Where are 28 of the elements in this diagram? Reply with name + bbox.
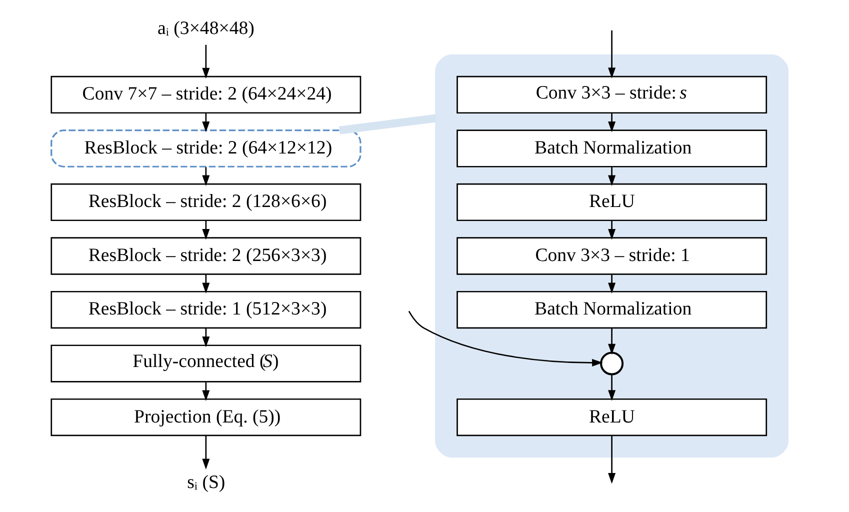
- arrow: [202, 44, 210, 79]
- arrow: [608, 436, 616, 484]
- node-box: Projection (Eq. (5)): [50, 398, 361, 436]
- node-box: ReLU: [456, 398, 767, 436]
- arrow: [408, 310, 602, 366]
- arrow: [608, 167, 616, 186]
- node-box: ReLU: [456, 183, 767, 222]
- node-text: sᵢ (S): [186, 472, 225, 494]
- arrow: [608, 328, 616, 355]
- arrow: [608, 220, 616, 240]
- node-text: aᵢ (3×48×48): [157, 18, 254, 39]
- arrow: [608, 274, 616, 294]
- node-box: Conv 3×3 – stride: 1: [456, 237, 767, 275]
- node-box: ResBlock – stride: 1 (512×3×3): [50, 290, 361, 329]
- node-box: Conv 7×7 – stride: 2 (64×24×24): [50, 76, 361, 114]
- node-box: ResBlock – stride: 2 (64×12×12): [50, 130, 361, 168]
- node-box: Conv 3×3 – stride: s: [456, 76, 767, 114]
- arrow: [608, 113, 616, 132]
- node-circle: [600, 352, 624, 376]
- node-box: Fully-connected (S): [50, 344, 361, 382]
- arrow: [608, 374, 616, 401]
- node-box: Batch Normalization: [456, 130, 767, 168]
- arrow: [202, 436, 210, 470]
- node-box: ResBlock – stride: 2 (256×3×3): [50, 237, 361, 275]
- arrow: [608, 30, 616, 78]
- node-box: ResBlock – stride: 2 (128×6×6): [50, 183, 361, 222]
- cluster: [434, 54, 788, 458]
- node-box: Batch Normalization: [456, 290, 767, 329]
